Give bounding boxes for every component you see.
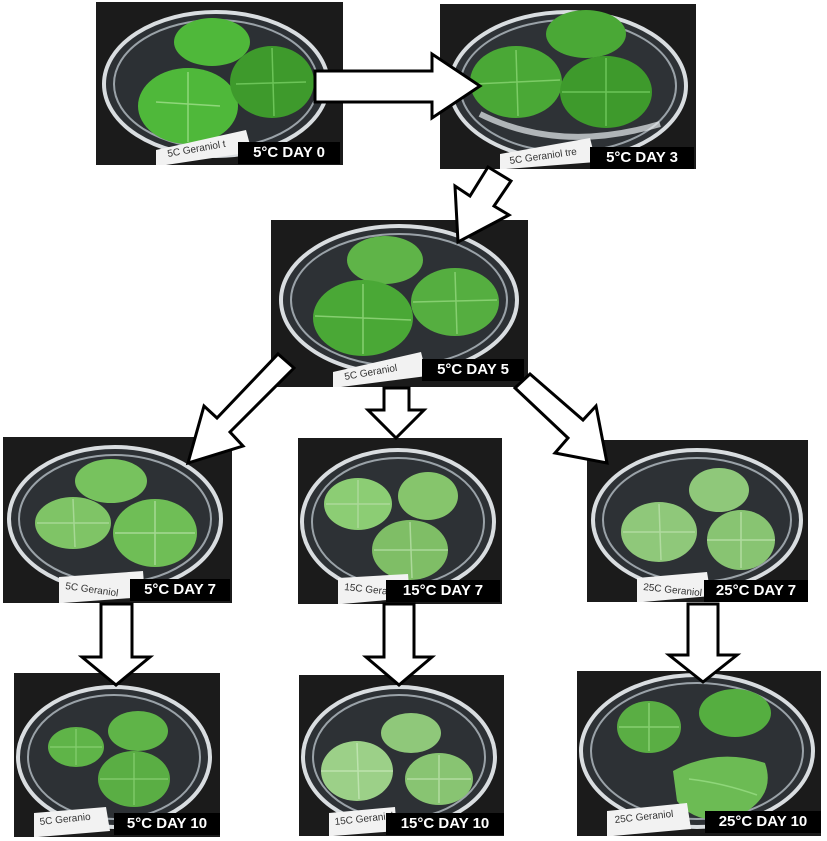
petri-dish-illustration: 25C Geraniol t bbox=[587, 440, 808, 602]
petri-dish-illustration: 25C Geraniol bbox=[577, 671, 821, 836]
caption-5c-day0: 5°C DAY 0 bbox=[238, 142, 340, 164]
petri-dish-illustration: 5C Geraniol bbox=[3, 437, 232, 603]
dish-label-text: 5C Geranio bbox=[39, 812, 91, 828]
petri-dish-illustration: 15C Geraniol bbox=[298, 438, 502, 604]
petri-dish-illustration: 5C Geraniol bbox=[271, 220, 528, 387]
caption-15c-day7: 15°C DAY 7 bbox=[386, 580, 500, 602]
photo-5c-day0: 5C Geraniol t 5°C DAY 0 bbox=[96, 2, 343, 165]
photo-25c-day7: 25C Geraniol t 25°C DAY 7 bbox=[587, 440, 808, 602]
photo-5c-day7: 5C Geraniol 5°C DAY 7 bbox=[3, 437, 232, 603]
photo-15c-day10: 15C Geraniol 15°C DAY 10 bbox=[299, 675, 504, 836]
photo-5c-day3: 5C Geraniol tre 5°C DAY 3 bbox=[440, 4, 696, 169]
arrow-15c-day7-to-day10 bbox=[361, 602, 437, 687]
photo-25c-day10: 25C Geraniol 25°C DAY 10 bbox=[577, 671, 821, 836]
petri-dish-illustration: 15C Geraniol bbox=[299, 675, 504, 836]
petri-dish-illustration: 5C Geraniol t bbox=[96, 2, 343, 165]
caption-25c-day7: 25°C DAY 7 bbox=[704, 580, 808, 602]
caption-15c-day10: 15°C DAY 10 bbox=[386, 813, 504, 835]
caption-5c-day10: 5°C DAY 10 bbox=[114, 813, 220, 835]
photo-5c-day5: 5C Geraniol 5°C DAY 5 bbox=[271, 220, 528, 387]
photo-15c-day7: 15C Geraniol 15°C DAY 7 bbox=[298, 438, 502, 604]
petri-dish-illustration: 5C Geranio bbox=[14, 673, 220, 837]
petri-dish-illustration: 5C Geraniol tre bbox=[440, 4, 696, 169]
caption-5c-day7: 5°C DAY 7 bbox=[130, 579, 230, 601]
caption-5c-day5: 5°C DAY 5 bbox=[422, 359, 524, 381]
caption-5c-day3: 5°C DAY 3 bbox=[590, 147, 694, 169]
caption-25c-day10: 25°C DAY 10 bbox=[705, 811, 821, 833]
photo-5c-day10: 5C Geranio 5°C DAY 10 bbox=[14, 673, 220, 837]
arrow-day5-to-15c-day7 bbox=[364, 386, 428, 441]
